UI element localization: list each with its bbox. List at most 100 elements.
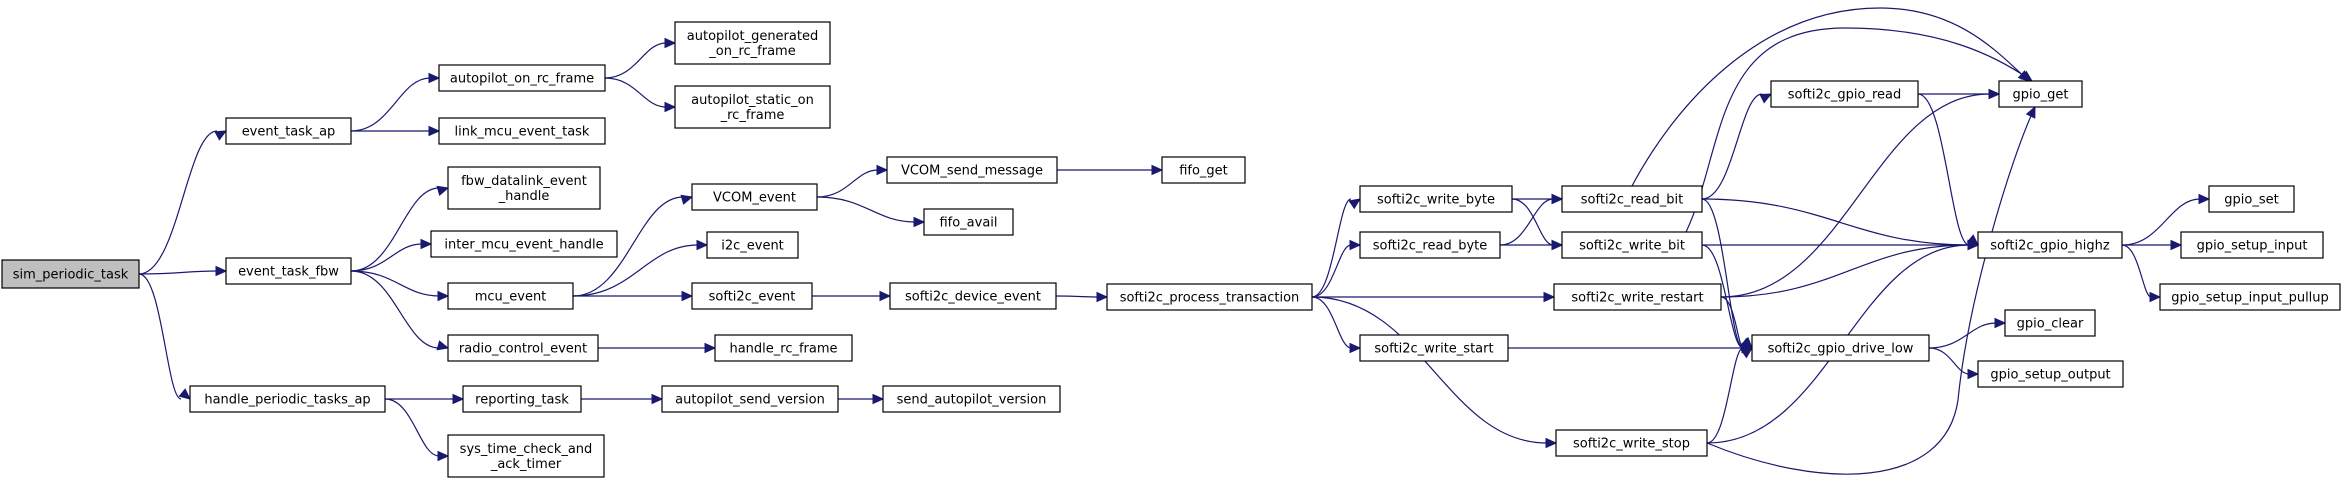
- edge-sim_periodic_task-to-handle_periodic_tasks_ap: [138, 273, 191, 400]
- edge-line: [138, 130, 218, 275]
- node-softi2c-gpio-highz[interactable]: softi2c_gpio_highz: [1977, 231, 2123, 259]
- arrowhead-icon: [2198, 193, 2211, 205]
- node-softi2c-write-bit[interactable]: softi2c_write_bit: [1561, 231, 1703, 259]
- node-label: softi2c_write_start: [1374, 342, 1493, 357]
- edge-autopilot_on_rc_frame-to-autopilot_generated_on_rc_frame: [604, 37, 677, 79]
- node-softi2c-read-byte[interactable]: softi2c_read_byte: [1359, 231, 1501, 259]
- node-softi2c-write-byte[interactable]: softi2c_write_byte: [1359, 185, 1513, 213]
- node-softi2c-write-start[interactable]: softi2c_write_start: [1359, 334, 1509, 362]
- edge-line: [1701, 198, 1970, 246]
- node-gpio-setup-output[interactable]: gpio_setup_output: [1977, 360, 2124, 388]
- node-radio-control-event[interactable]: radio_control_event: [447, 334, 599, 362]
- node-softi2c-write-restart[interactable]: softi2c_write_restart: [1553, 283, 1722, 311]
- node-label: inter_mcu_event_handle: [444, 238, 603, 253]
- edge-line: [572, 196, 684, 297]
- edge-mcu_event-to-VCOM_event: [572, 194, 694, 297]
- arrowhead-icon: [1994, 317, 2007, 329]
- node-box: [886, 156, 1058, 184]
- arrowhead-icon: [913, 216, 926, 228]
- node-autopilot-send-version[interactable]: autopilot_send_version: [661, 385, 839, 413]
- node-gpio-setup-input-pullup[interactable]: gpio_setup_input_pullup: [2159, 283, 2341, 311]
- node-box: [447, 334, 599, 362]
- arrowhead-icon: [2025, 105, 2036, 119]
- node-link-mcu-event-task[interactable]: link_mcu_event_task: [438, 117, 606, 145]
- node-mcu-event[interactable]: mcu_event: [447, 282, 574, 310]
- edge-event_task_fbw-to-fbw_datalink_event_handle: [350, 185, 450, 272]
- node-box: [1561, 185, 1703, 213]
- edge-event_task_fbw-to-mcu_event: [350, 270, 450, 302]
- edge-line: [1311, 296, 1548, 444]
- node-box: [1, 259, 140, 289]
- node-softi2c-gpio-read[interactable]: softi2c_gpio_read: [1770, 80, 1919, 108]
- node-label: gpio_setup_output: [1990, 368, 2110, 383]
- node-box: [1751, 334, 1930, 362]
- edge-softi2c_gpio_highz-to-gpio_setup_input: [2122, 239, 2183, 251]
- node-VCOM-event[interactable]: VCOM_event: [691, 183, 818, 211]
- node-softi2c-event[interactable]: softi2c_event: [691, 282, 813, 310]
- node-label: gpio_set: [2224, 193, 2278, 208]
- arrowhead-icon: [681, 290, 694, 302]
- node-sim-periodic-task[interactable]: sim_periodic_task: [1, 259, 140, 289]
- node-send-autopilot-version[interactable]: send_autopilot_version: [882, 385, 1061, 413]
- node-event-task-fbw[interactable]: event_task_fbw: [225, 257, 352, 285]
- edge-line: [1311, 198, 1352, 298]
- node-reporting-task[interactable]: reporting_task: [462, 385, 582, 413]
- node-fifo-avail[interactable]: fifo_avail: [923, 208, 1014, 236]
- edge-softi2c_read_bit-to-softi2c_gpio_read: [1701, 93, 1773, 200]
- node-sys-time-check-and-ack-timer[interactable]: sys_time_check_and_ack_timer: [447, 434, 605, 478]
- edge-line: [1631, 7, 2030, 187]
- node-softi2c-write-stop[interactable]: softi2c_write_stop: [1555, 429, 1708, 457]
- node-box: [438, 64, 606, 92]
- node-label: autopilot_static_on: [691, 93, 814, 108]
- node-box: [1998, 80, 2083, 108]
- edge-line: [816, 169, 879, 198]
- arrowhead-icon: [664, 101, 677, 113]
- node-gpio-get[interactable]: gpio_get: [1998, 80, 2083, 108]
- edge-handle_periodic_tasks_ap-to-reporting_task: [384, 393, 465, 405]
- edge-softi2c_process_transaction-to-softi2c_write_byte: [1311, 198, 1362, 298]
- node-box: [462, 385, 582, 413]
- edge-line: [1701, 93, 1763, 200]
- node-label: softi2c_write_bit: [1579, 239, 1685, 254]
- node-box: [225, 117, 352, 145]
- node-box: [674, 21, 831, 65]
- arrowhead-icon: [2170, 239, 2183, 251]
- node-fbw-datalink-event-handle[interactable]: fbw_datalink_event_handle: [447, 166, 601, 210]
- node-box: [923, 208, 1014, 236]
- node-softi2c-device-event[interactable]: softi2c_device_event: [889, 282, 1057, 310]
- node-gpio-clear[interactable]: gpio_clear: [2004, 309, 2096, 337]
- node-inter-mcu-event-handle[interactable]: inter_mcu_event_handle: [430, 230, 618, 258]
- node-VCOM-send-message[interactable]: VCOM_send_message: [886, 156, 1058, 184]
- node-softi2c-read-bit[interactable]: softi2c_read_bit: [1561, 185, 1703, 213]
- node-label: softi2c_process_transaction: [1120, 291, 1300, 306]
- node-gpio-setup-input[interactable]: gpio_setup_input: [2180, 231, 2324, 259]
- node-box: [1770, 80, 1919, 108]
- arrowhead-icon: [1967, 239, 1980, 251]
- call-graph-nodes: sim_periodic_task event_task_ap event_task…: [1, 21, 2341, 478]
- node-autopilot-generated-on-rc-frame[interactable]: autopilot_generated_on_rc_frame: [674, 21, 831, 65]
- node-handle-periodic-tasks-ap[interactable]: handle_periodic_tasks_ap: [189, 385, 386, 413]
- node-fifo-get[interactable]: fifo_get: [1161, 156, 1246, 184]
- node-autopilot-static-on-rc-frame[interactable]: autopilot_static_on_rc_frame: [674, 85, 831, 129]
- node-event-task-ap[interactable]: event_task_ap: [225, 117, 352, 145]
- node-label: send_autopilot_version: [897, 393, 1047, 408]
- edge-event_task_ap-to-link_mcu_event_task: [351, 125, 441, 137]
- edge-softi2c_device_event-to-softi2c_process_transaction: [1055, 291, 1109, 303]
- node-label: handle_periodic_tasks_ap: [204, 393, 370, 408]
- node-box: [2180, 231, 2324, 259]
- node-i2c-event[interactable]: i2c_event: [706, 231, 799, 259]
- edge-handle_periodic_tasks_ap-to-sys_time_check_and_ack_timer: [384, 398, 450, 462]
- node-softi2c-process-transaction[interactable]: softi2c_process_transaction: [1106, 283, 1313, 311]
- node-softi2c-gpio-drive-low[interactable]: softi2c_gpio_drive_low: [1751, 334, 1930, 362]
- node-gpio-set[interactable]: gpio_set: [2208, 185, 2295, 213]
- edge-event_task_fbw-to-radio_control_event: [350, 270, 450, 351]
- node-label: sys_time_check_and: [460, 442, 593, 457]
- node-label: _ack_timer: [490, 457, 562, 472]
- node-autopilot-on-rc-frame[interactable]: autopilot_on_rc_frame: [438, 64, 606, 92]
- node-box: [1977, 360, 2124, 388]
- node-handle-rc-frame[interactable]: handle_rc_frame: [714, 334, 853, 362]
- edge-softi2c_write_stop-to-gpio_get: [1706, 105, 2036, 475]
- edge-line: [350, 270, 440, 297]
- node-box: [225, 257, 352, 285]
- arrowhead-icon: [1545, 437, 1558, 449]
